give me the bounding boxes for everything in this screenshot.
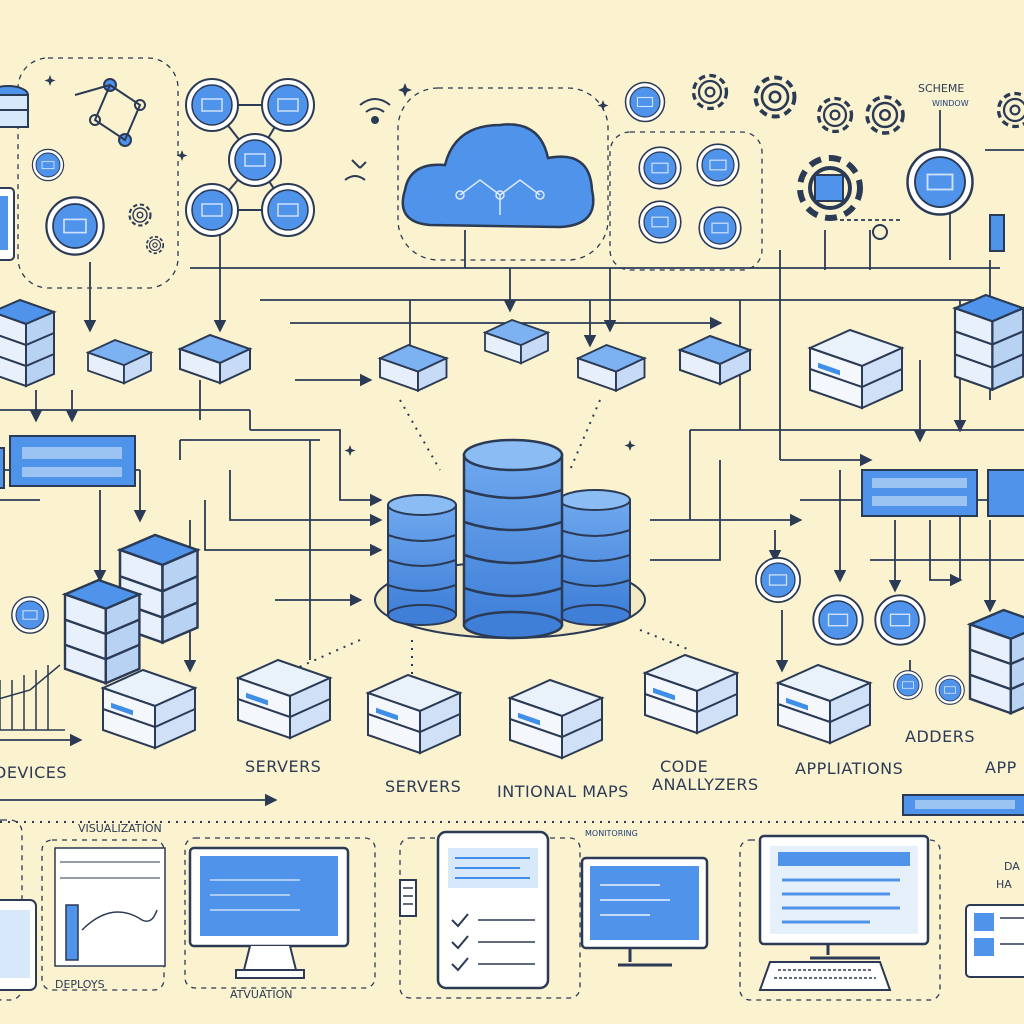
analyzers-label: ANALLYZERS bbox=[652, 775, 759, 794]
node-icon bbox=[228, 133, 282, 187]
server-icon bbox=[577, 344, 646, 392]
server-icon bbox=[87, 339, 152, 385]
wifi-icon bbox=[344, 98, 391, 181]
server-icon bbox=[777, 664, 871, 744]
node-icon bbox=[185, 78, 239, 132]
tablet-icon bbox=[0, 187, 15, 261]
small-dial bbox=[872, 224, 888, 240]
server-icon bbox=[367, 674, 461, 754]
status-panel bbox=[902, 794, 1024, 816]
gear-icon bbox=[816, 96, 854, 134]
gear-cluster bbox=[691, 73, 1024, 240]
node-icon bbox=[185, 183, 239, 237]
cloud-icon bbox=[401, 123, 595, 229]
gear-icon bbox=[145, 235, 165, 255]
data-label-2: HA bbox=[996, 878, 1012, 891]
node-icon bbox=[261, 78, 315, 132]
gear-icon bbox=[865, 95, 905, 135]
server-icon bbox=[179, 334, 251, 384]
node-icon bbox=[812, 594, 864, 646]
dotted-links bbox=[0, 399, 1024, 823]
monitor-icon bbox=[580, 856, 709, 967]
activation-label: ATVUATION bbox=[230, 988, 293, 1001]
app-label: APP bbox=[985, 758, 1017, 777]
node-cluster-left bbox=[185, 78, 315, 237]
server-icon bbox=[809, 329, 903, 409]
status-panel bbox=[9, 435, 136, 487]
tablet-icon bbox=[989, 214, 1005, 252]
chart-icon bbox=[0, 664, 65, 731]
status-panel bbox=[0, 447, 5, 489]
clipboard-icon bbox=[399, 879, 417, 917]
monitor-icon bbox=[758, 834, 930, 991]
database-icon bbox=[559, 489, 631, 626]
gear-icon bbox=[753, 75, 797, 119]
node-icon bbox=[638, 146, 682, 190]
server-icon bbox=[379, 344, 448, 392]
applications-label: APPLIATIONS bbox=[795, 759, 903, 778]
monitor-icon bbox=[188, 846, 350, 979]
server-icon bbox=[484, 319, 549, 365]
top-left-cluster bbox=[0, 78, 165, 256]
code-label: CODE bbox=[660, 757, 708, 776]
scheme-label: SCHEME bbox=[918, 82, 964, 95]
visualization-label: VISUALIZATION bbox=[78, 822, 162, 835]
server-icon bbox=[237, 659, 331, 739]
node-icon bbox=[31, 148, 65, 182]
gear-icon bbox=[128, 203, 152, 227]
national-maps-label: INTIONAL MAPS bbox=[497, 782, 629, 801]
server-icon bbox=[644, 654, 738, 734]
node-icon bbox=[935, 675, 965, 705]
node-grid bbox=[624, 81, 742, 250]
data-label: DA bbox=[1004, 860, 1020, 873]
node-icon bbox=[638, 200, 682, 244]
clipboard-icon bbox=[436, 830, 550, 990]
disk-stack-icon bbox=[0, 85, 29, 128]
servers-label: SERVERS bbox=[385, 777, 461, 796]
devices-label: DEVICES bbox=[0, 763, 67, 782]
node-icon bbox=[696, 143, 740, 187]
gear-icon bbox=[996, 91, 1024, 129]
sparkle-decorations bbox=[44, 75, 636, 456]
database-icon bbox=[387, 494, 457, 626]
tablet-icon bbox=[965, 904, 1024, 978]
status-panel bbox=[987, 469, 1024, 517]
node-icon bbox=[755, 557, 801, 603]
node-icon bbox=[261, 183, 315, 237]
node-icon bbox=[698, 206, 742, 250]
node-icon bbox=[624, 81, 666, 123]
node-icon bbox=[45, 196, 105, 256]
node-icon bbox=[11, 596, 49, 634]
central-database bbox=[374, 438, 646, 640]
server-icon bbox=[102, 669, 196, 749]
tablet-icon bbox=[0, 899, 37, 991]
server-icon bbox=[509, 679, 603, 759]
node-icon bbox=[874, 594, 926, 646]
server-icon bbox=[63, 578, 141, 685]
monitoring-label: MONITORING bbox=[585, 829, 638, 838]
node-icon bbox=[906, 148, 974, 216]
server-icon bbox=[968, 608, 1024, 715]
database-icon bbox=[462, 438, 564, 640]
server-icon bbox=[0, 299, 55, 387]
server-icon bbox=[953, 293, 1024, 391]
status-panel bbox=[861, 469, 978, 517]
servers-label: SERVERS bbox=[245, 757, 321, 776]
window-label: WINDOW bbox=[932, 99, 969, 108]
gear-panel bbox=[814, 174, 844, 202]
gear-icon bbox=[691, 73, 729, 111]
molecule-icon bbox=[74, 78, 146, 147]
adders-label: ADDERS bbox=[905, 727, 975, 746]
node-icon bbox=[893, 670, 923, 700]
deploys-label: DEPLOYS bbox=[55, 978, 105, 991]
connector-lines bbox=[0, 110, 1024, 807]
chart-icon bbox=[54, 847, 166, 967]
